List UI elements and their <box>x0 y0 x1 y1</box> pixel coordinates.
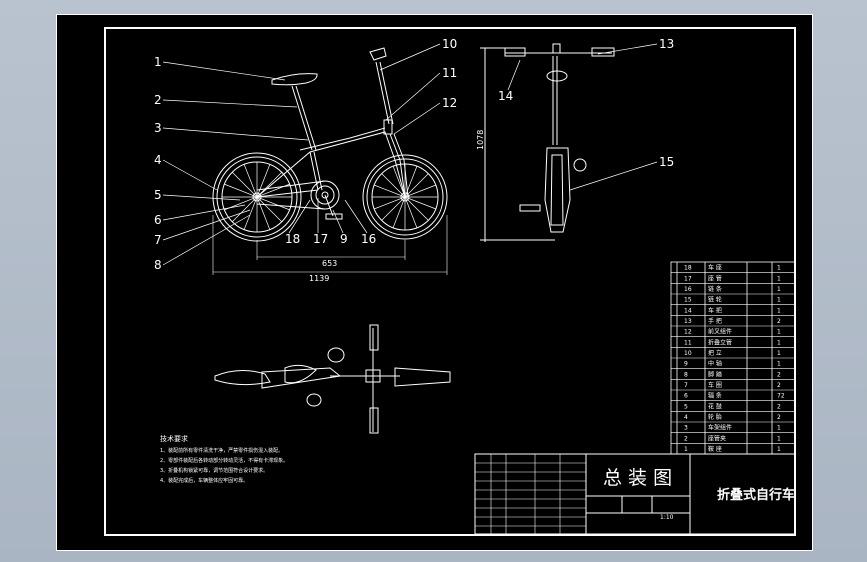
callout-2: 2 <box>154 93 162 107</box>
parts-row-name: 车 圈 <box>708 381 722 389</box>
parts-row-name: 轮 胎 <box>708 413 722 421</box>
callout-9: 9 <box>340 232 348 246</box>
parts-row-name: 车 把 <box>708 306 722 314</box>
callout-15: 15 <box>659 155 674 169</box>
parts-row-no: 10 <box>684 350 692 357</box>
drawing-title: 总 装 图 <box>603 467 672 489</box>
pedal <box>325 213 343 220</box>
parts-row-no: 14 <box>684 307 692 314</box>
parts-row-qty: 1 <box>777 265 781 272</box>
callout-3: 3 <box>154 121 162 135</box>
callout-5: 5 <box>154 188 162 202</box>
parts-row-no: 2 <box>684 435 688 442</box>
parts-row-qty: 1 <box>777 307 781 314</box>
dim-height: 1078 <box>476 130 485 150</box>
chain <box>256 180 326 210</box>
callout-14: 14 <box>498 89 513 103</box>
tech-note-line-3: 3、折叠机构锁紧可靠，调节范围符合设计要求。 <box>160 467 268 474</box>
parts-row-qty: 1 <box>777 350 781 357</box>
parts-row-name: 前叉组件 <box>708 328 732 336</box>
product-name: 折叠式自行车 <box>717 487 795 503</box>
parts-row-name: 辐 条 <box>708 392 722 400</box>
front-view <box>480 43 615 242</box>
parts-row-name: 把 立 <box>708 349 722 357</box>
parts-row-name: 花 鼓 <box>708 402 722 410</box>
parts-row-no: 13 <box>684 318 692 325</box>
parts-row-qty: 2 <box>777 382 781 389</box>
callout-8: 8 <box>154 258 162 272</box>
parts-row-no: 18 <box>684 265 692 272</box>
parts-row-name: 手 把 <box>708 317 722 325</box>
parts-row-name: 链 轮 <box>708 296 722 304</box>
tech-notes-heading: 技术要求 <box>160 434 188 443</box>
side-view-dimensions <box>212 215 448 275</box>
tech-note-line-4: 4、装配完成后，车辆整体应牢固可靠。 <box>160 477 248 484</box>
parts-row-name: 脚 踏 <box>708 370 722 378</box>
parts-row-name: 折叠立管 <box>708 338 732 346</box>
parts-row-qty: 1 <box>777 446 781 453</box>
parts-row-no: 6 <box>684 393 688 400</box>
top-view <box>214 324 451 434</box>
callout-7: 7 <box>154 233 162 247</box>
parts-row-no: 12 <box>684 329 692 336</box>
parts-row-no: 5 <box>684 403 688 410</box>
parts-row-no: 15 <box>684 297 692 304</box>
parts-row-qty: 72 <box>777 393 785 400</box>
callout-4: 4 <box>154 153 162 167</box>
tech-note-line-1: 1、装配前所有零件清洗干净，严禁零件损伤混入装配。 <box>160 447 283 454</box>
callout-11: 11 <box>442 66 457 80</box>
tech-note-line-2: 2、零部件装配后各转动部分转动灵活，不得有卡滞现象。 <box>160 457 288 464</box>
callout-1: 1 <box>154 55 162 69</box>
saddle <box>271 73 318 86</box>
dim-wheelbase: 653 <box>322 259 337 268</box>
parts-row-qty: 2 <box>777 371 781 378</box>
callout-16: 16 <box>361 232 376 246</box>
drawing-scale: 1:10 <box>660 514 674 521</box>
parts-row-qty: 1 <box>777 286 781 293</box>
parts-row-name: 链 条 <box>708 285 722 293</box>
parts-row-name: 中 轴 <box>708 360 722 368</box>
parts-row-qty: 1 <box>777 297 781 304</box>
parts-row-qty: 1 <box>777 361 781 368</box>
parts-row-qty: 1 <box>777 329 781 336</box>
parts-row-no: 3 <box>684 425 688 432</box>
callout-12: 12 <box>442 96 457 110</box>
callout-13: 13 <box>659 37 674 51</box>
parts-row-name: 鞍 座 <box>708 445 722 453</box>
dim-overall-length: 1139 <box>309 274 329 283</box>
seat-post <box>291 85 317 151</box>
handlebar-stem <box>375 61 394 125</box>
callout-18: 18 <box>285 232 300 246</box>
drawing-sheet <box>56 14 813 551</box>
parts-row-no: 16 <box>684 286 692 293</box>
parts-row-no: 7 <box>684 382 688 389</box>
parts-row-no: 4 <box>684 414 688 421</box>
parts-row-name: 车 座 <box>708 264 722 272</box>
parts-row-qty: 2 <box>777 414 781 421</box>
parts-row-no: 17 <box>684 275 692 282</box>
parts-row-no: 11 <box>684 339 692 346</box>
parts-row-qty: 1 <box>777 339 781 346</box>
parts-row-no: 8 <box>684 371 688 378</box>
parts-row-name: 车架组件 <box>708 424 732 432</box>
parts-row-qty: 2 <box>777 403 781 410</box>
parts-row-no: 1 <box>684 446 688 453</box>
parts-row-qty: 1 <box>777 425 781 432</box>
parts-row-qty: 1 <box>777 275 781 282</box>
side-view <box>212 47 448 242</box>
callout-17: 17 <box>313 232 328 246</box>
callout-leaders <box>162 43 658 266</box>
title-block <box>474 453 796 535</box>
frame-tube <box>256 131 406 198</box>
callout-6: 6 <box>154 213 162 227</box>
parts-row-qty: 2 <box>777 318 781 325</box>
parts-row-name: 座 管 <box>708 274 722 282</box>
parts-row-qty: 1 <box>777 435 781 442</box>
callout-10: 10 <box>442 37 457 51</box>
parts-row-name: 座管夹 <box>708 434 726 442</box>
parts-row-no: 9 <box>684 361 688 368</box>
